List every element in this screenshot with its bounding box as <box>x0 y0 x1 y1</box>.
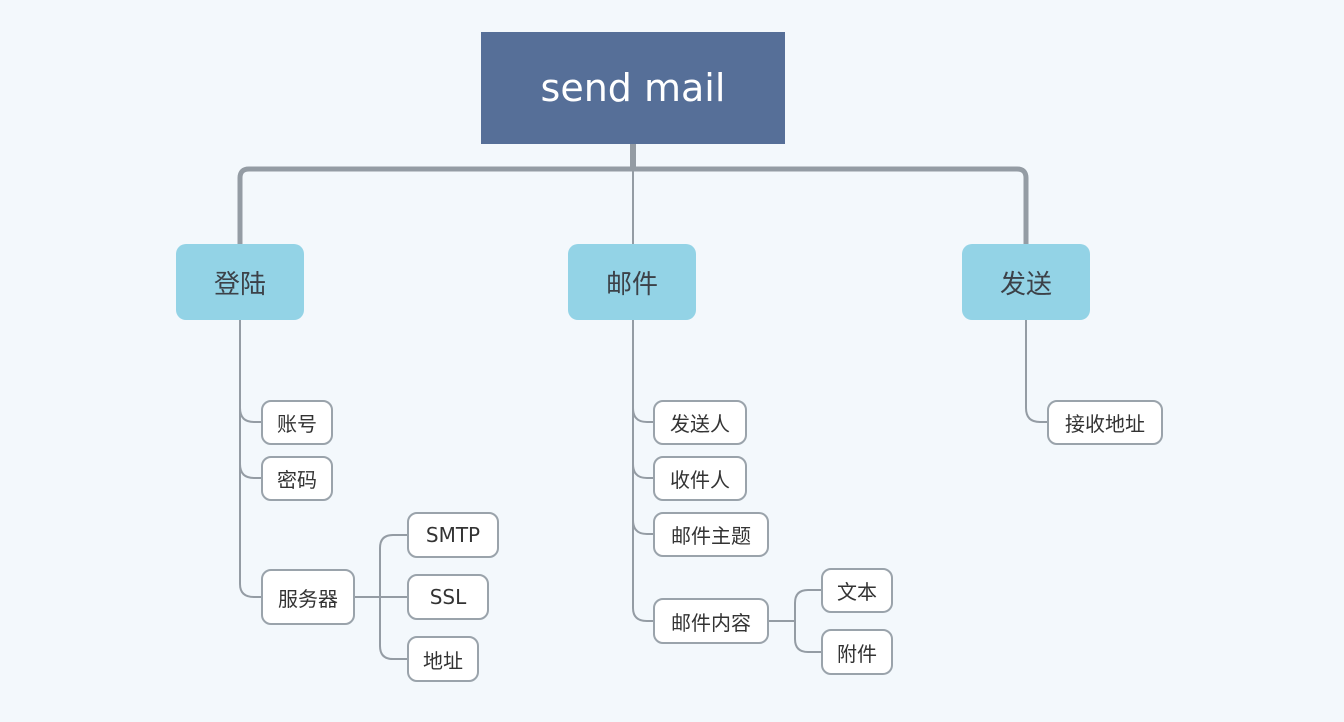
connector-recipient-address <box>1025 407 1047 423</box>
connector-server <box>239 583 261 598</box>
subtopic-ssl[interactable]: SSL <box>407 574 489 620</box>
subtopic-attachment[interactable]: 附件 <box>821 629 893 675</box>
topic-send[interactable]: 发送 <box>962 244 1090 320</box>
subtopic-smtp[interactable]: SMTP <box>407 512 499 558</box>
subtopic-recipient[interactable]: 收件人 <box>653 456 747 501</box>
topic-mail[interactable]: 邮件 <box>568 244 696 320</box>
connector-content <box>632 607 653 622</box>
connector-text <box>794 589 821 621</box>
subtopic-password[interactable]: 密码 <box>261 456 333 501</box>
connector-smtp <box>379 534 407 597</box>
subtopic-text[interactable]: 文本 <box>821 568 893 613</box>
subtopic-subject[interactable]: 邮件主题 <box>653 512 769 557</box>
connector-sender <box>632 407 653 423</box>
connector-recipient <box>632 463 653 479</box>
connector-account <box>239 407 261 423</box>
connector-attachment <box>794 621 821 653</box>
connector-subject <box>632 519 653 535</box>
root-topic[interactable]: send mail <box>481 32 785 144</box>
subtopic-recipient-address[interactable]: 接收地址 <box>1047 400 1163 445</box>
subtopic-account[interactable]: 账号 <box>261 400 333 445</box>
connector-address <box>379 597 407 660</box>
subtopic-server[interactable]: 服务器 <box>261 569 355 625</box>
subtopic-sender[interactable]: 发送人 <box>653 400 747 445</box>
subtopic-content[interactable]: 邮件内容 <box>653 598 769 644</box>
topic-login[interactable]: 登陆 <box>176 244 304 320</box>
connector-password <box>239 463 261 479</box>
subtopic-address[interactable]: 地址 <box>407 636 479 682</box>
